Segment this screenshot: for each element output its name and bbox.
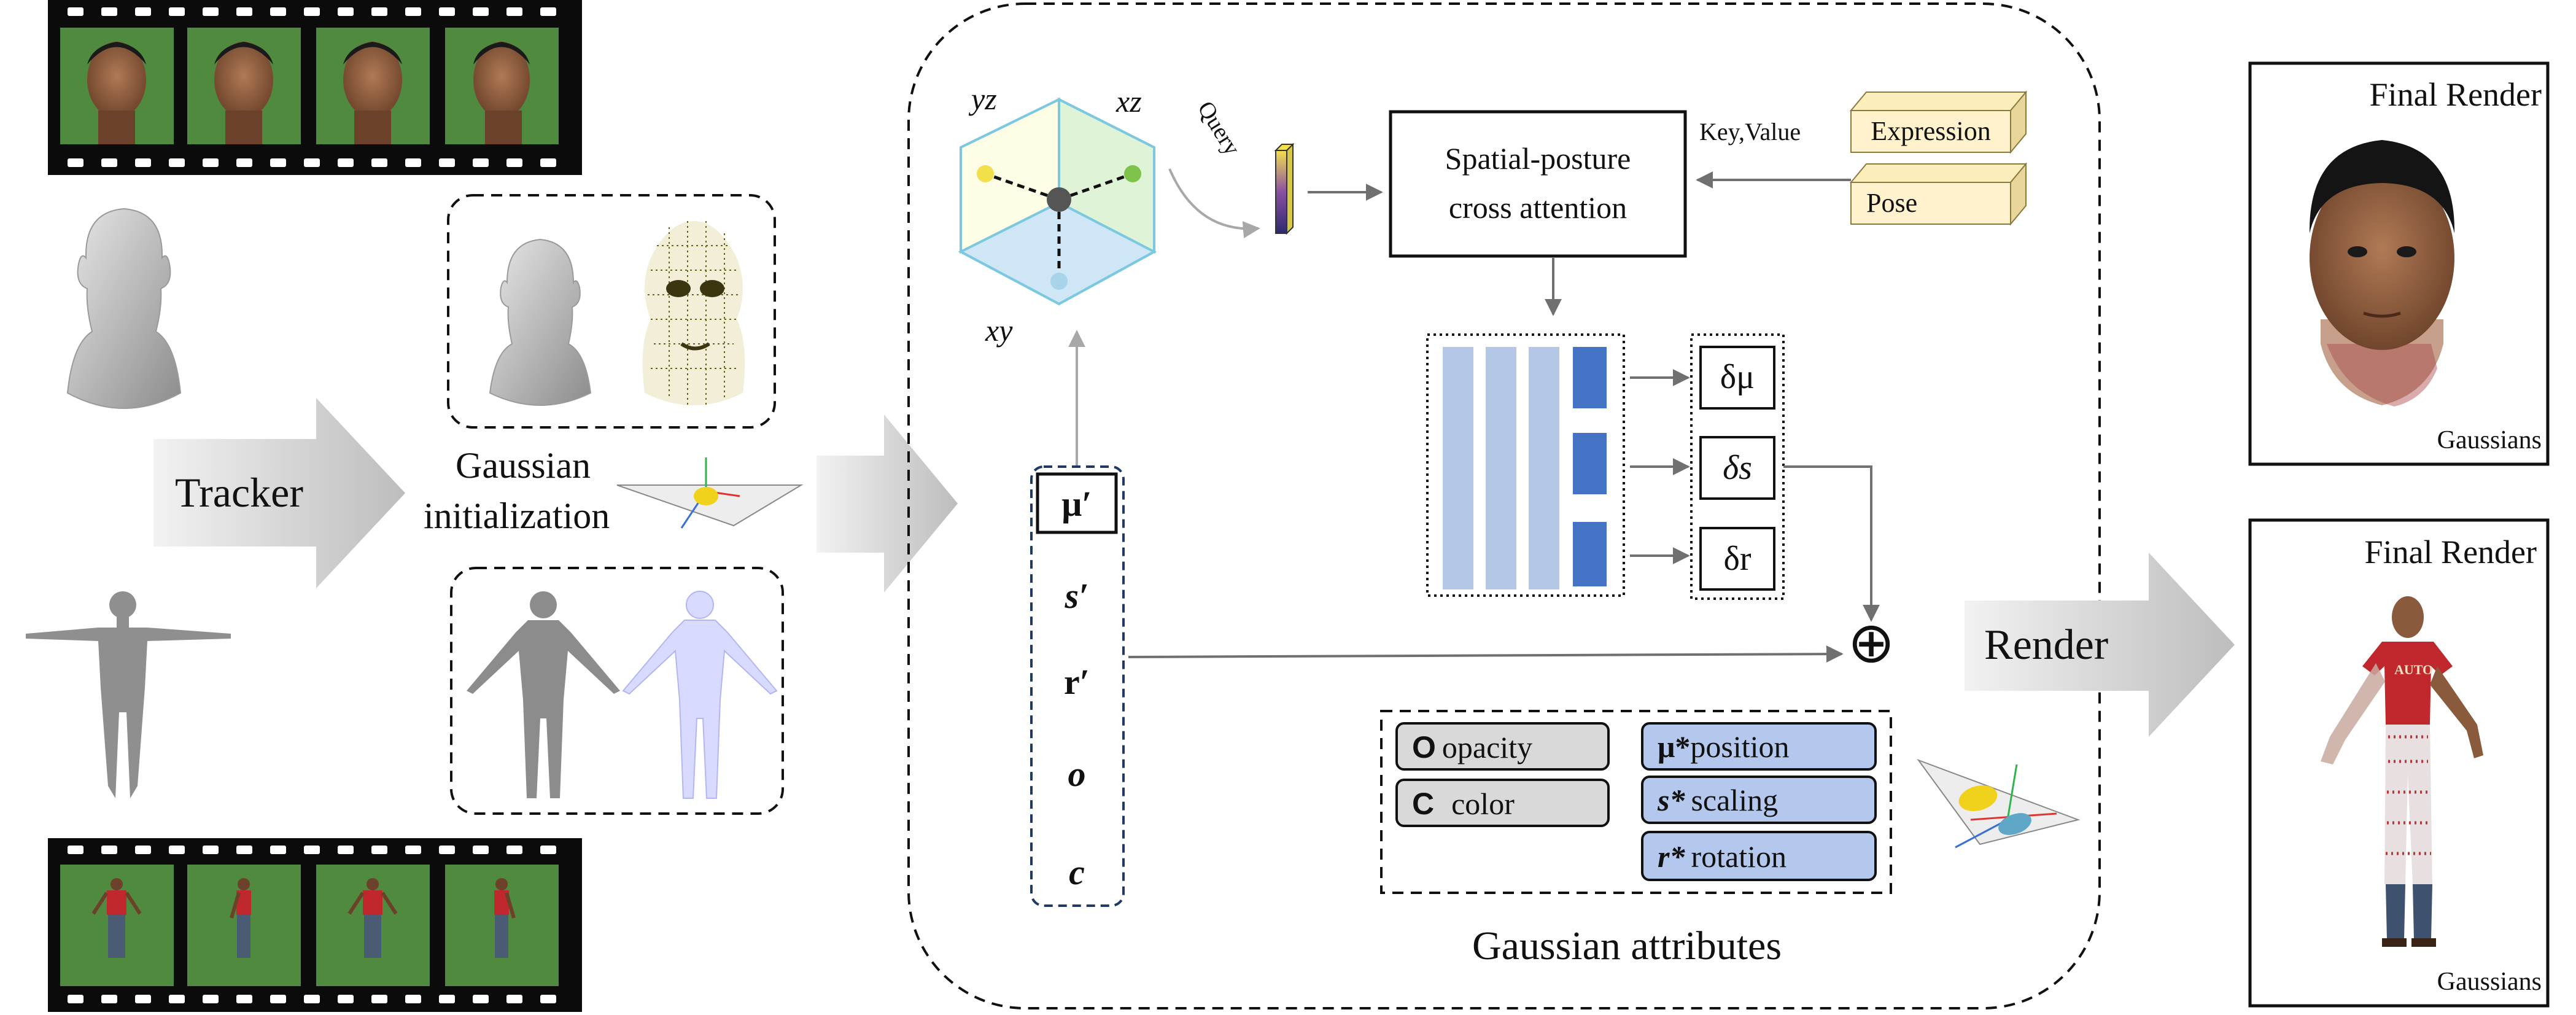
final-render-head-panel: Final Render Gaussians [2248, 61, 2550, 466]
gaussian-init-line1: Gaussian [456, 445, 591, 486]
gaussian-splat-icon [616, 457, 804, 529]
query-arrow [1168, 168, 1260, 238]
query-label: Query [1192, 97, 1245, 160]
deformation-module-box [907, 2, 2101, 1009]
expression-tag: Expression [1849, 90, 2028, 154]
feature-stack [1426, 333, 1625, 597]
cross-attention-line2: cross attention [1449, 190, 1627, 225]
pose-label: Pose [1866, 188, 1917, 218]
input-attr-mu: μ′ [1061, 484, 1092, 524]
pose-tag: Pose [1849, 162, 2028, 226]
gaussian-init-label: Gaussian initialization [424, 445, 610, 536]
scaling-symbol: s* [1657, 783, 1685, 817]
svg-text:r*rotation: r*rotation [1658, 839, 1787, 874]
input-attr-r: r′ [1064, 662, 1090, 702]
final-render-body-panel: Final Render Gaussians AUTO [2248, 518, 2550, 1008]
plane-yz-label: yz [968, 82, 997, 116]
final-render-body-gaussians: Gaussians [2437, 968, 2542, 996]
svg-text:μ*position: μ*position [1658, 729, 1790, 764]
cross-attention-line1: Spatial-posture [1445, 141, 1631, 176]
plane-xy-label: xy [985, 313, 1013, 348]
deltas-to-sum-arrow [1783, 465, 1880, 622]
rotation-label: rotation [1691, 839, 1787, 874]
film-strip-icon [48, 0, 582, 175]
cross-attention-block: Spatial-posture cross attention [1389, 110, 1687, 258]
input-attributes-column: μ′ s′ r′ o c [1030, 465, 1125, 907]
opacity-symbol: O [1412, 730, 1436, 764]
opacity-label: opacity [1442, 730, 1532, 764]
triplane-cube-icon [958, 97, 1157, 306]
svg-text:s*scaling: s*scaling [1657, 783, 1778, 817]
final-render-head-gaussians: Gaussians [2437, 426, 2542, 454]
color-label: color [1451, 787, 1515, 821]
body-mesh-icon [26, 591, 231, 798]
head-init-box [447, 194, 776, 429]
delta-s-label: δs [1723, 449, 1752, 487]
body-init-box [450, 567, 784, 815]
svg-text:AUTO: AUTO [2394, 662, 2433, 677]
final-render-head-title: Final Render [2370, 76, 2542, 113]
rotation-symbol: r* [1658, 839, 1685, 874]
input-attr-o: o [1068, 754, 1086, 794]
render-arrow: Render [1965, 553, 2235, 737]
scaling-label: scaling [1691, 783, 1778, 817]
attributes-to-sum-arrow [1128, 645, 1844, 663]
input-attr-s: s′ [1065, 576, 1089, 616]
gaussian-init-line2: initialization [424, 496, 610, 536]
delta-r-label: δr [1723, 540, 1751, 578]
render-label: Render [1984, 621, 2108, 669]
final-render-body-title: Final Render [2365, 534, 2537, 570]
plane-xz-label: xz [1115, 84, 1142, 119]
delta-mu-label: δμ [1720, 358, 1755, 396]
tracker-arrow: Tracker [153, 398, 405, 588]
plus-circle-icon: ⊕ [1847, 612, 1895, 674]
head-mesh-icon [66, 208, 182, 409]
init-to-module-arrow [817, 414, 958, 593]
gaussian-attributes-label: Gaussian attributes [1472, 924, 1782, 968]
position-symbol: μ* [1658, 729, 1690, 764]
color-symbol: C [1412, 787, 1434, 821]
gaussian-splat-icon [1917, 758, 2081, 849]
input-attr-c: c [1069, 852, 1085, 892]
position-label: position [1690, 729, 1789, 764]
query-token-icon [1274, 142, 1295, 235]
film-strip-icon [48, 838, 582, 1012]
delta-outputs: δμ δs δr [1690, 333, 1785, 600]
tracker-label: Tracker [175, 469, 303, 516]
point-cloud-icon [642, 221, 745, 405]
expression-label: Expression [1871, 116, 1991, 146]
key-value-label: Key,Value [1699, 118, 1801, 146]
